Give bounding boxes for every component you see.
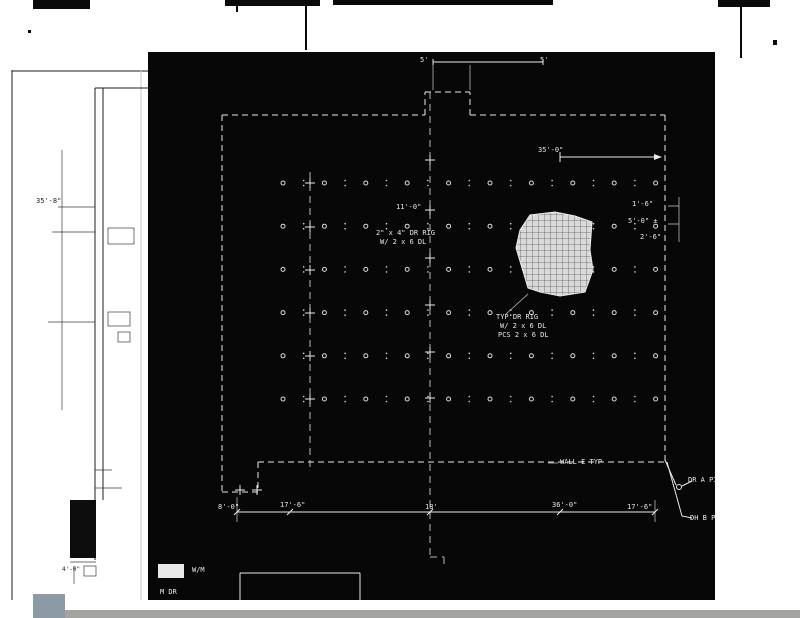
scan-band-bottom (65, 610, 800, 618)
note-block-1: 2" x 4" DR RIG (376, 229, 436, 237)
bottom-dim-5: 17'-6" (627, 503, 653, 511)
scan-mark-top-right (718, 0, 770, 7)
left-sheet-dim-label: 35'-8" (36, 197, 62, 205)
dim-35-label: 35'-0" (538, 146, 564, 154)
callout-pile-b: DH B PILE (690, 514, 715, 522)
hatch-note-2: W/ 2 x 6 DL (500, 322, 547, 330)
legend-label: W/M (192, 566, 205, 574)
bottom-dim-4: 36'-0" (552, 501, 578, 509)
pile-grid (280, 179, 659, 403)
scan-mark-top-2 (225, 0, 320, 6)
wall-note: WALL E TYP (560, 458, 603, 466)
scan-line-vert-2 (236, 0, 238, 12)
right-dim-3: 2'-6" (640, 233, 662, 241)
right-dim-2: 5'-0" ± (628, 217, 658, 225)
hatch-note-1: TYP DR RIG (496, 313, 539, 321)
bottom-dim-1: 8'-0" (218, 503, 240, 511)
foundation-plan-panel: 5' 5' 35'-0" 1'-6" 5'-0" ± 2'-6" 11'-0" 2" x 4"… (148, 52, 715, 600)
foundation-plan-linework (158, 59, 693, 600)
mat-hatch-region (515, 211, 594, 297)
hatch-note-3: PCS 2 x 6 DL (498, 331, 549, 339)
col-dim-label: 11'-0" (396, 203, 422, 211)
right-dim-1: 1'-6" (632, 200, 654, 208)
callout-pile-a: DR A PILE (688, 476, 715, 484)
scan-speck-left (28, 30, 31, 33)
scan-line-vert-right (740, 0, 742, 58)
bottom-dim-2: 17'-6" (280, 501, 306, 509)
top-dim-right-label: 5' (540, 56, 549, 64)
scan-mark-top-3 (333, 0, 553, 5)
column-cross-marks (235, 155, 435, 495)
scan-dot-right (773, 40, 777, 45)
scan-chip-bottom-left (33, 594, 65, 618)
scan-line-vert-1 (305, 0, 307, 50)
left-sheet-note: 4'-0" (62, 566, 81, 573)
scan-mark-top-left (33, 0, 90, 9)
bottom-dim-3: 18' (425, 503, 438, 511)
note-block-2: W/ 2 x 6 DL (380, 238, 427, 246)
legend-note: M DR (160, 588, 177, 596)
legend-swatch (158, 564, 184, 578)
top-dim-left-label: 5' (420, 56, 429, 64)
